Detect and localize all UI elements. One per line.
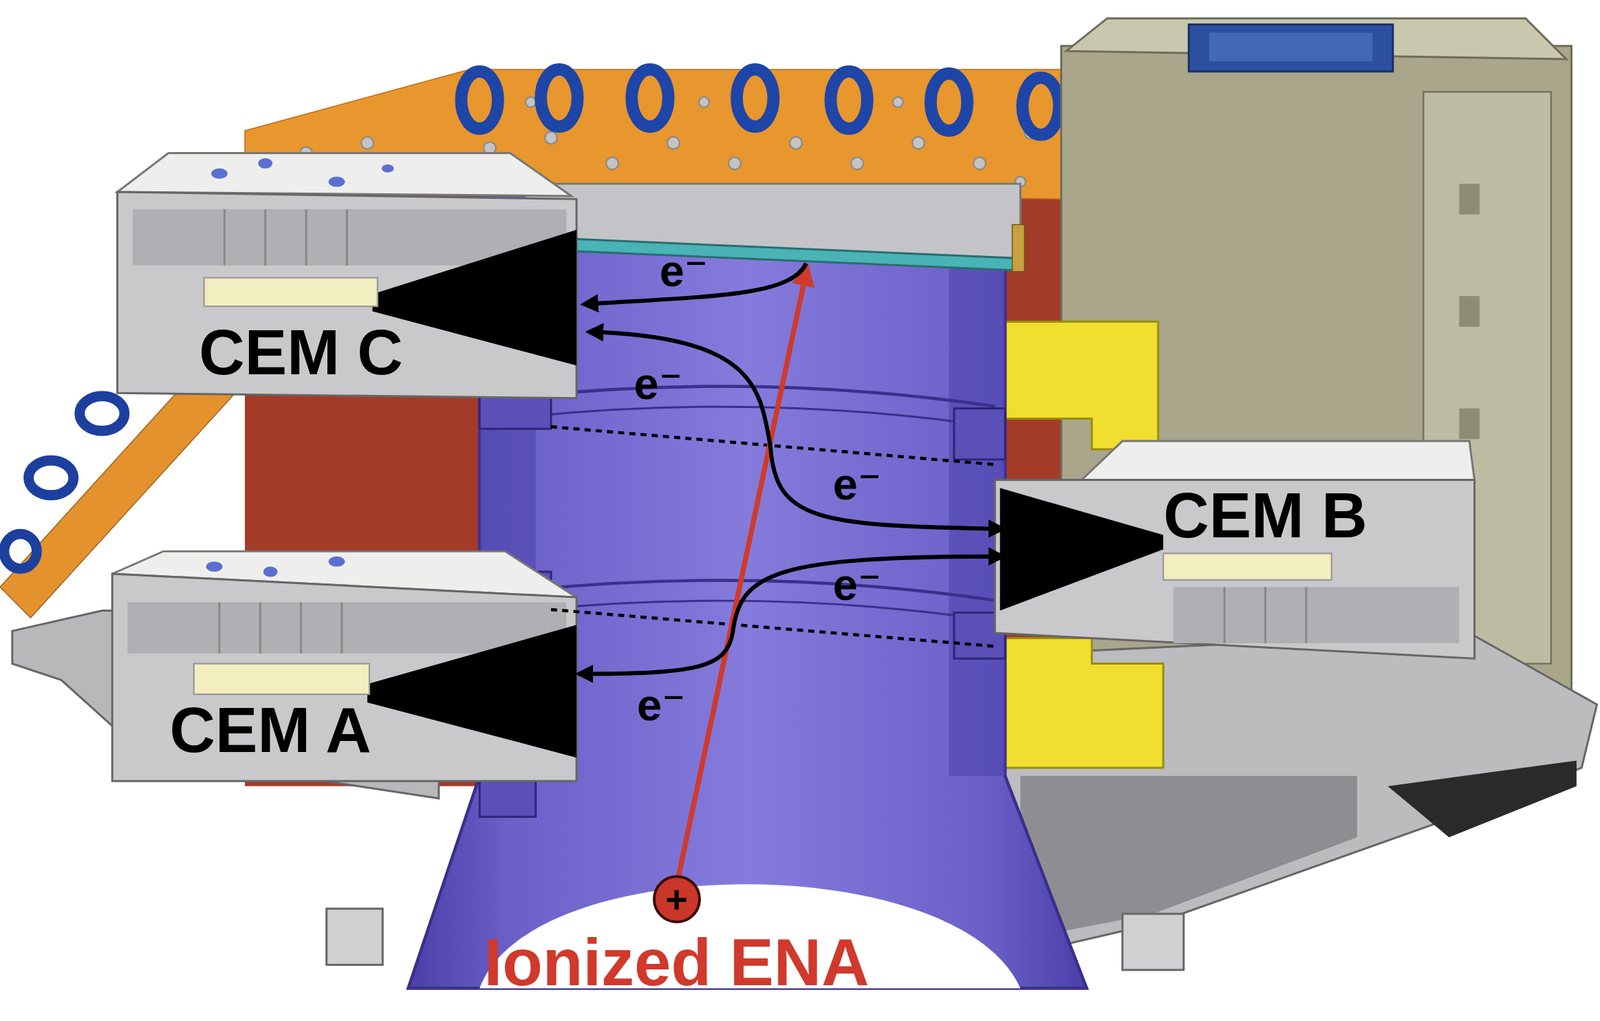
electron-label: e⁻ [636,681,686,727]
cem-housing [994,440,1475,659]
electron-label: e⁻ [833,461,882,507]
electron-path [578,263,1003,675]
electron-label: e⁻ [659,248,708,294]
detector-label: CEM B [1163,483,1367,547]
particle-label: Ionized ENA [483,925,869,999]
detector-label: CEM C [198,320,403,384]
cem-housing [117,153,578,399]
ion-marker: + Ionized ENA [483,874,869,999]
mounting-bracket [994,321,1164,768]
charge-sign: + [665,879,688,919]
electron-label: e⁻ [634,360,683,406]
conversion-foil [522,183,1025,272]
cem-housing [112,550,577,781]
electron-label: e⁻ [833,561,882,607]
ion-circle: + [652,874,701,924]
detector-label: CEM A [169,698,372,762]
cable-loops [461,69,1060,135]
